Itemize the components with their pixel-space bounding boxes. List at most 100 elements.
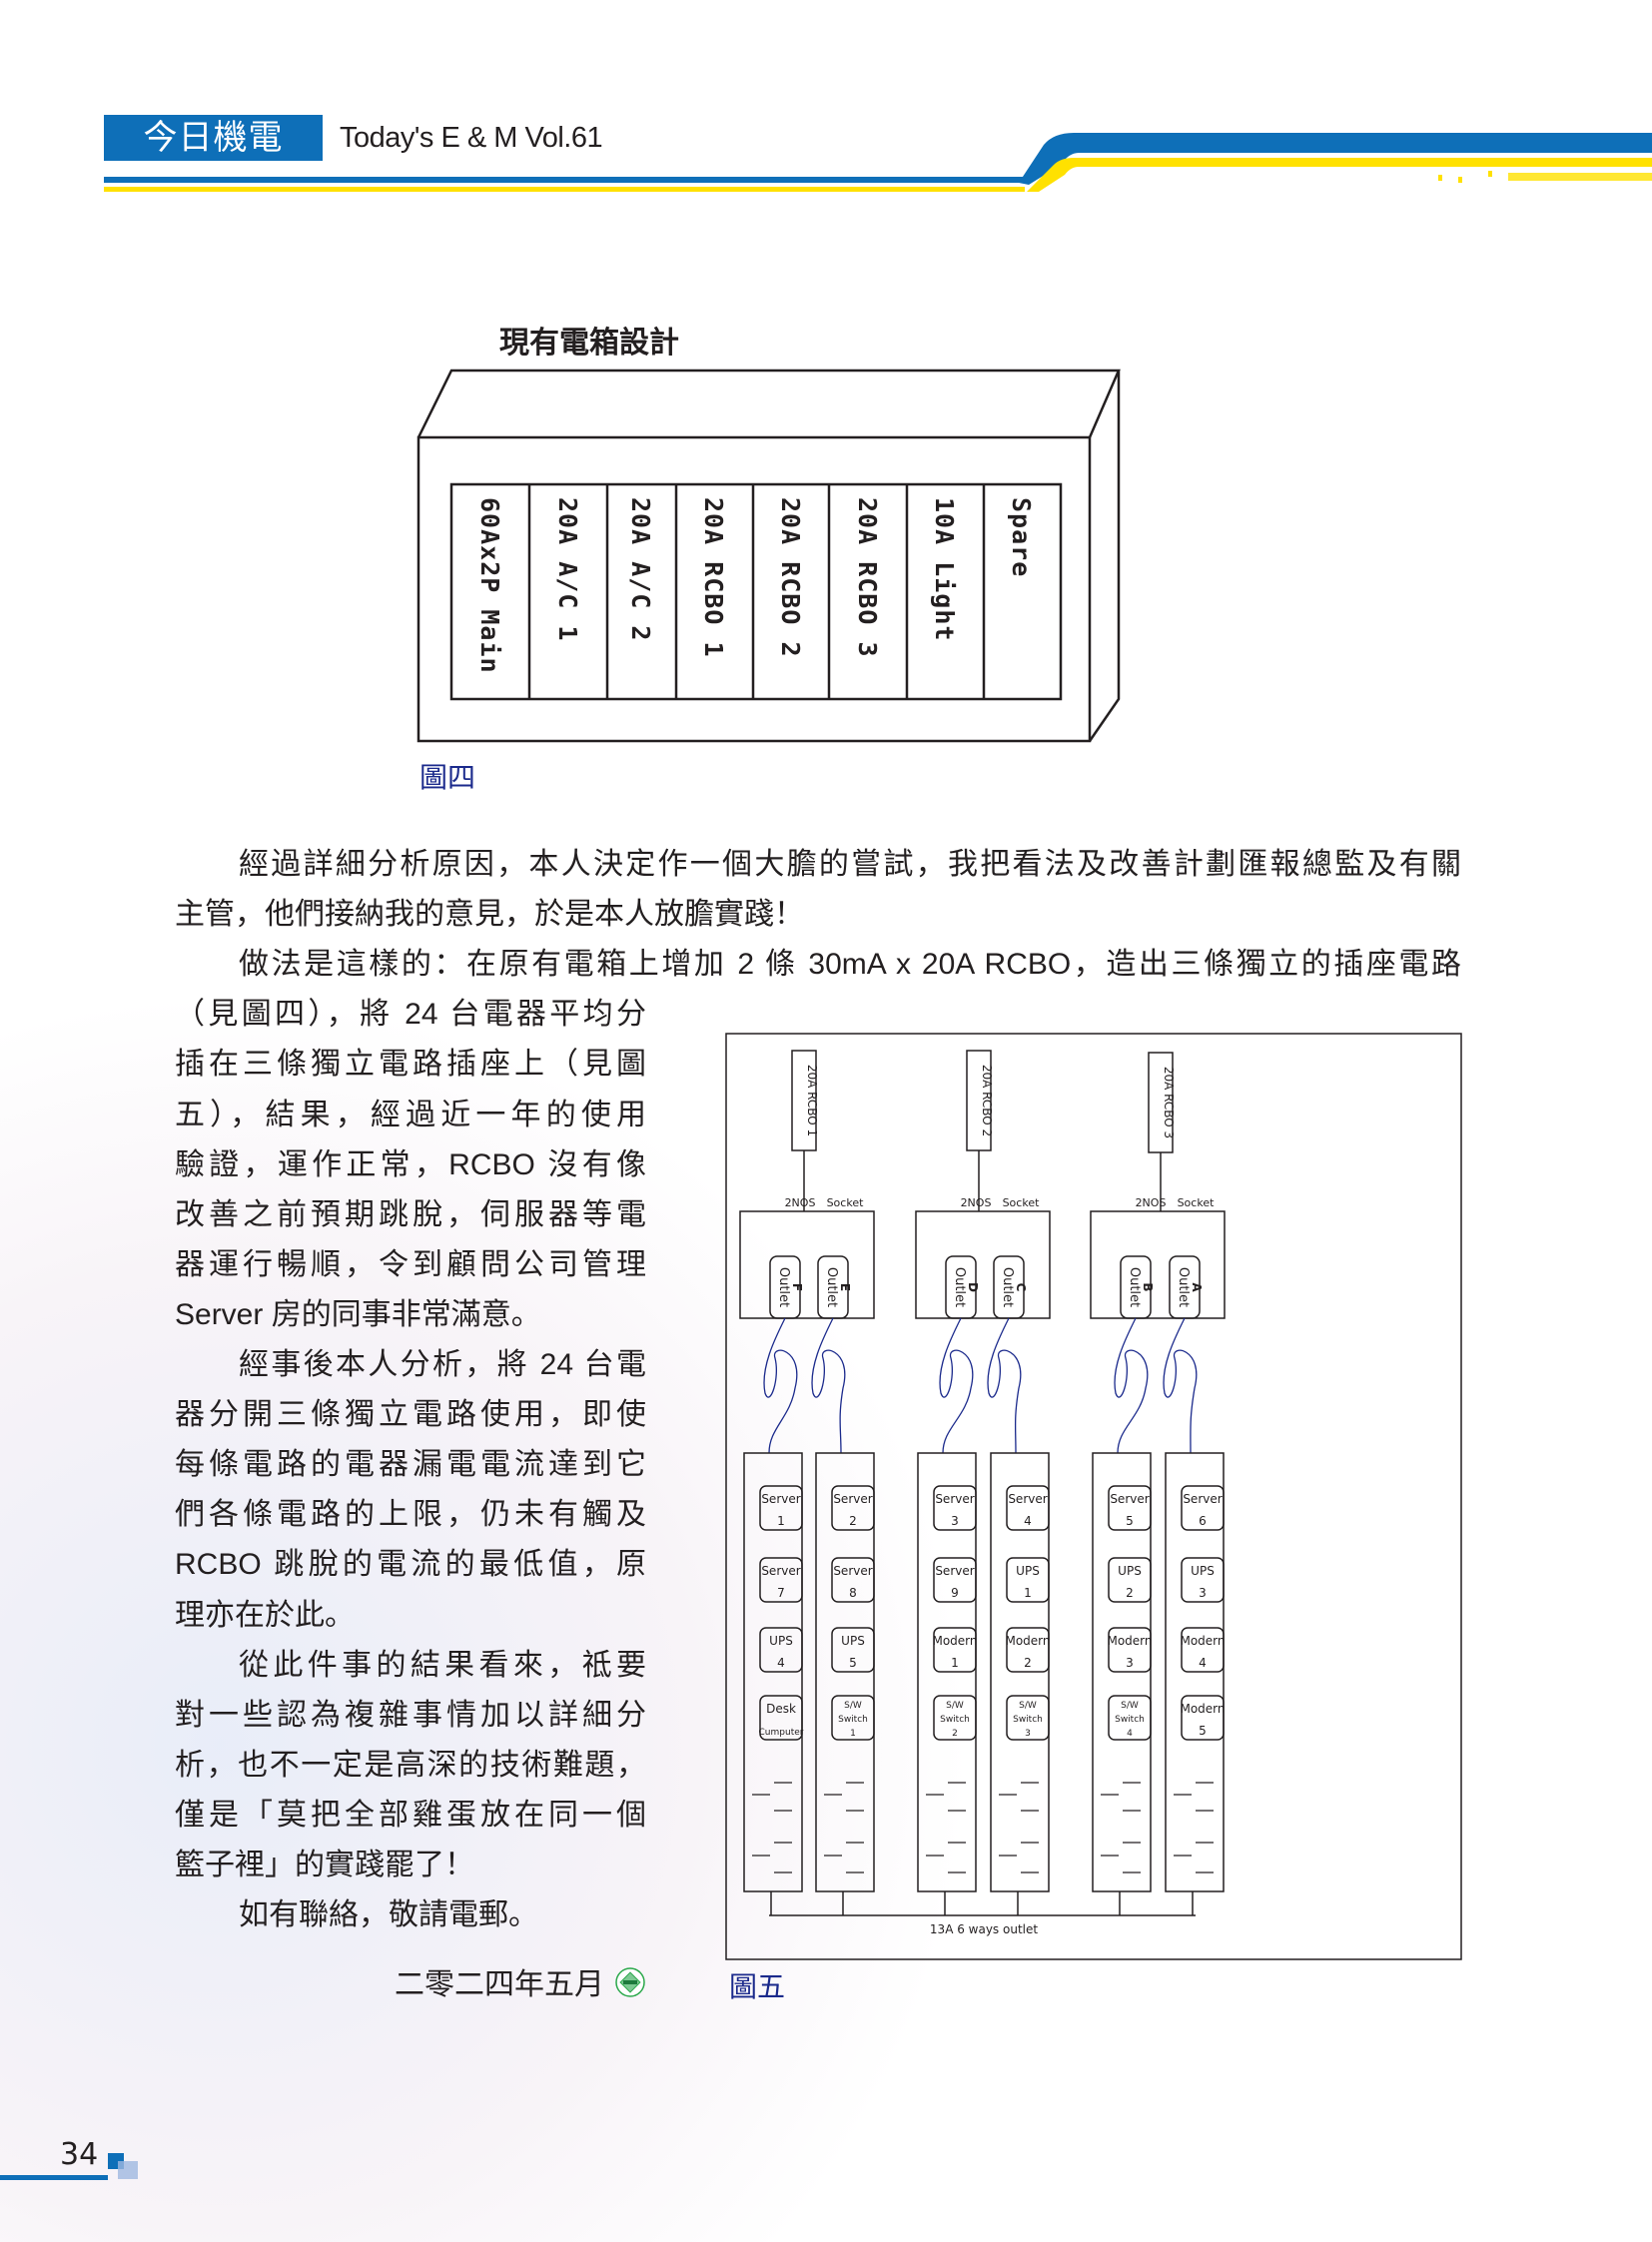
article-line: 經過詳細分析原因，本人決定作一個大膽的嘗試，我把看法及改善計劃匯報總監及有關 [239, 848, 1461, 881]
article-date: 二零二四年五月 [395, 1959, 646, 2003]
socket-label: Socket [1003, 1196, 1041, 1209]
power-strip [743, 1452, 803, 1892]
breaker-rcbo1: 20A RCBO 1 [699, 497, 728, 658]
socket-label: Socket [827, 1196, 865, 1209]
device-label: 5 [849, 1656, 857, 1670]
device-label: Modern [1180, 1634, 1225, 1648]
outlet-label: Outlet [824, 1267, 839, 1307]
breaker-ac2: 20A A/C 2 [626, 497, 655, 642]
article-line: 僅是「莫把全部雞蛋放在同一個 [175, 1798, 646, 1832]
device-box [831, 1557, 875, 1603]
outlet-letter: F [790, 1283, 804, 1291]
device-label: 4 [777, 1656, 785, 1670]
page-marker-icon [0, 2153, 138, 2180]
device-label: S/W [1019, 1701, 1037, 1711]
device-label: S/W [946, 1701, 964, 1711]
article-line: 做法是這樣的：在原有電箱上增加 2 條 30mA x 20A RCBO，造出三條… [239, 948, 1461, 982]
device-box [933, 1485, 977, 1531]
article-line: 器分開三條獨立電路使用，即使 [175, 1398, 646, 1432]
device-label: Desk [766, 1702, 796, 1716]
device-label: UPS [1191, 1564, 1215, 1578]
device-box [1181, 1627, 1225, 1673]
date-text: 二零二四年五月 [395, 1967, 604, 2002]
device-box [1108, 1627, 1152, 1673]
device-label: S/W [1121, 1701, 1139, 1711]
power-cord [987, 1317, 1022, 1454]
device-label: Server [935, 1492, 974, 1506]
device-box [1006, 1485, 1050, 1531]
device-label: Switch [1115, 1715, 1145, 1725]
device-label: Server [761, 1492, 800, 1506]
distribution-board-diagram [416, 369, 1121, 743]
device-label: 6 [1199, 1514, 1207, 1528]
device-label: 8 [849, 1586, 857, 1600]
device-label: S/W [844, 1701, 862, 1711]
article-line: 籃子裡」的實踐罷了！ [175, 1849, 474, 1881]
article-line: 經事後本人分析，將 24 台電 [239, 1348, 646, 1381]
power-cord [1163, 1317, 1198, 1454]
background-decoration [0, 999, 1099, 2242]
device-label: Server [935, 1564, 974, 1578]
breaker-rcbo2: 20A RCBO 2 [776, 497, 805, 658]
outlet-letter: D [966, 1282, 980, 1292]
article-line: 插在三條獨立電路插座上（見圖 [175, 1048, 646, 1082]
device-label: 1 [1024, 1586, 1032, 1600]
socket-box [1090, 1210, 1226, 1319]
device-label: UPS [1118, 1564, 1142, 1578]
device-label: Modern [1005, 1634, 1050, 1648]
emsd-logo-icon [614, 1967, 645, 1997]
device-box [1006, 1695, 1050, 1741]
device-label: 1 [850, 1729, 856, 1739]
socket-box [915, 1210, 1051, 1319]
device-box [759, 1695, 803, 1741]
bus-label: 13A 6 ways outlet [930, 1922, 1038, 1936]
breaker-spare: Spare [1007, 497, 1036, 578]
device-label: UPS [1016, 1564, 1040, 1578]
device-label: 2 [952, 1729, 958, 1739]
device-label: Server [761, 1564, 800, 1578]
power-strip [990, 1452, 1050, 1892]
device-label: Server [1008, 1492, 1047, 1506]
power-strip [917, 1452, 977, 1892]
device-box [1108, 1557, 1152, 1603]
power-strip [1165, 1452, 1225, 1892]
device-box [1006, 1557, 1050, 1603]
socket-label: Socket [1178, 1196, 1216, 1209]
outlet-letter: A [1190, 1282, 1204, 1292]
device-box [831, 1695, 875, 1741]
device-box [933, 1627, 977, 1673]
device-label: 3 [1025, 1729, 1031, 1739]
power-cord [763, 1317, 798, 1454]
device-box [831, 1485, 875, 1531]
figure5-frame [725, 1033, 1462, 1960]
article-line: 驗證，運作正常，RCBO 沒有像 [175, 1147, 646, 1181]
device-label: Server [833, 1564, 872, 1578]
page-number: 34 [60, 2137, 99, 2172]
device-box [1006, 1627, 1050, 1673]
breaker-rcbo3: 20A RCBO 3 [853, 497, 882, 658]
power-cord [1114, 1317, 1149, 1454]
article-line: 主管，他們接納我的意見，於是本人放膽實踐！ [175, 898, 804, 932]
magazine-title: Today's E & M Vol.61 [340, 122, 603, 154]
device-label: 1 [951, 1656, 959, 1670]
article-line: 們各條電路的上限，仍未有觸及 [175, 1498, 646, 1532]
device-label: Server [1183, 1492, 1222, 1506]
figure4-title: 現有電箱設計 [499, 326, 679, 361]
article-line: RCBO 跳脫的電流的最低值，原 [175, 1548, 646, 1582]
outlet-letter: E [838, 1283, 852, 1291]
device-box [831, 1627, 875, 1673]
device-box [933, 1695, 977, 1741]
device-label: 2 [849, 1514, 857, 1528]
device-label: 3 [1199, 1586, 1207, 1600]
article-line: 五），結果，經過近一年的使用 [175, 1098, 646, 1131]
article-line: Server 房的同事非常滿意。 [175, 1297, 541, 1331]
header-stripes [104, 133, 1652, 192]
device-label: 1 [777, 1514, 785, 1528]
device-label: 2 [1024, 1656, 1032, 1670]
device-box [759, 1485, 803, 1531]
device-label: 5 [1199, 1724, 1207, 1738]
rcbo-label: 20A RCBO 3 [1162, 1067, 1176, 1138]
outlet-label: Outlet [1127, 1267, 1142, 1307]
article-line: 器運行暢順，令到顧問公司管理 [175, 1247, 646, 1281]
